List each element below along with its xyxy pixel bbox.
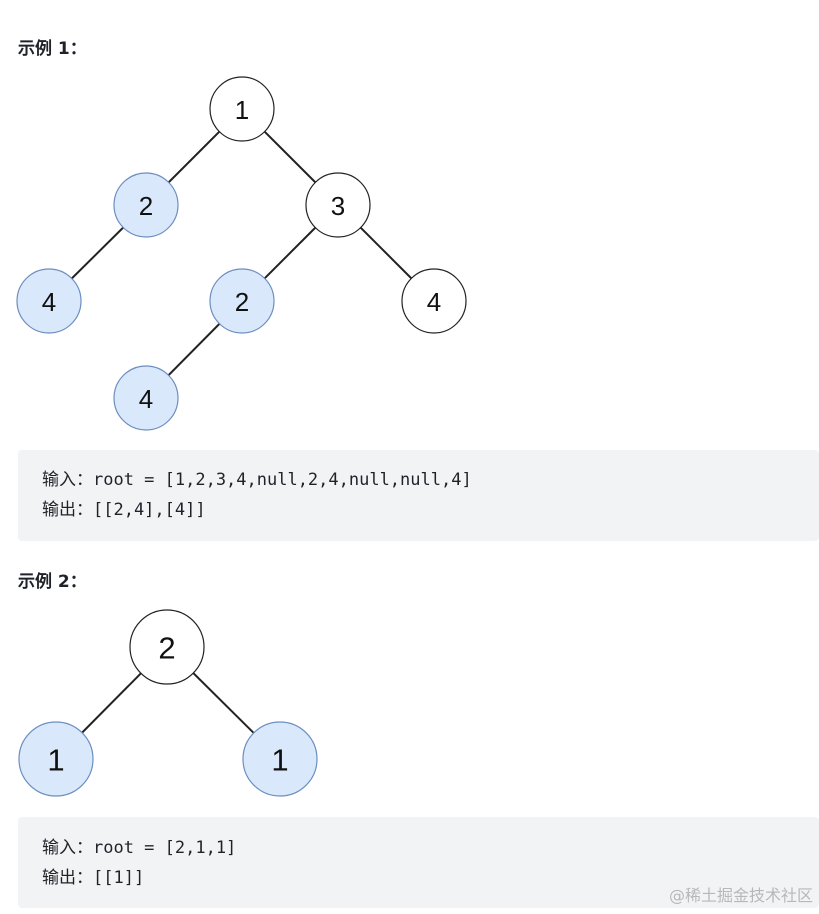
tree-node-label: 4 [139, 384, 153, 414]
example-1-code-block: 输入：root = [1,2,3,4,null,2,4,null,null,4]… [18, 450, 819, 541]
example-1-input-line: 输入：root = [1,2,3,4,null,2,4,null,null,4] [42, 470, 472, 490]
tree-node-circle [401, 268, 467, 334]
tree-node-circle [305, 172, 371, 238]
tree-node-label: 1 [271, 743, 288, 778]
tree-node-label: 1 [235, 95, 249, 125]
tree-node-label: 4 [427, 287, 441, 317]
example-2-title: 示例 2： [18, 572, 87, 592]
tree-node-circle [209, 76, 275, 142]
example-1-output-line: 输出：[[2,4],[4]] [42, 500, 206, 520]
tree-node-circle [129, 609, 205, 685]
example-2-output-line: 输出：[[1]] [42, 868, 145, 888]
tree-node-label: 1 [47, 743, 64, 778]
tree-node-label: 3 [331, 191, 345, 221]
tree-node-label: 2 [158, 631, 175, 666]
tree-node: 3 [305, 172, 371, 238]
tree-node: 1 [209, 76, 275, 142]
tree-node-circle-highlighted [113, 365, 179, 431]
example-1-nodes: 1 2 3 4 2 4 4 [16, 76, 467, 431]
tree-node-circle-highlighted [18, 721, 94, 797]
tree-node: 4 [401, 268, 467, 334]
tree-node-circle-highlighted [242, 721, 318, 797]
tree-node: 2 [129, 609, 205, 685]
example-1-edges [48, 108, 435, 399]
tree-node: 2 [209, 268, 275, 334]
example-2-input-line: 输入：root = [2,1,1] [42, 838, 237, 858]
tree-node-label: 2 [139, 191, 153, 221]
tree-node-circle-highlighted [113, 172, 179, 238]
tree-node-label: 2 [235, 287, 249, 317]
watermark: @稀土掘金技术社区 [668, 886, 813, 905]
tree-node: 1 [18, 721, 94, 797]
tree-node: 4 [113, 365, 179, 431]
example-1-title: 示例 1： [18, 39, 87, 59]
example-1-tree-diagram: 1 2 3 4 2 4 4 [16, 76, 467, 431]
example-2-nodes: 2 1 1 [18, 609, 318, 797]
tree-node-circle-highlighted [16, 268, 82, 334]
tree-node: 2 [113, 172, 179, 238]
tree-node: 1 [242, 721, 318, 797]
example-2-code-block: 输入：root = [2,1,1] 输出：[[1]] [18, 817, 819, 908]
example-2-tree-diagram: 2 1 1 [18, 609, 318, 797]
tree-node: 4 [16, 268, 82, 334]
tree-node-label: 4 [42, 287, 56, 317]
tree-node-circle-highlighted [209, 268, 275, 334]
